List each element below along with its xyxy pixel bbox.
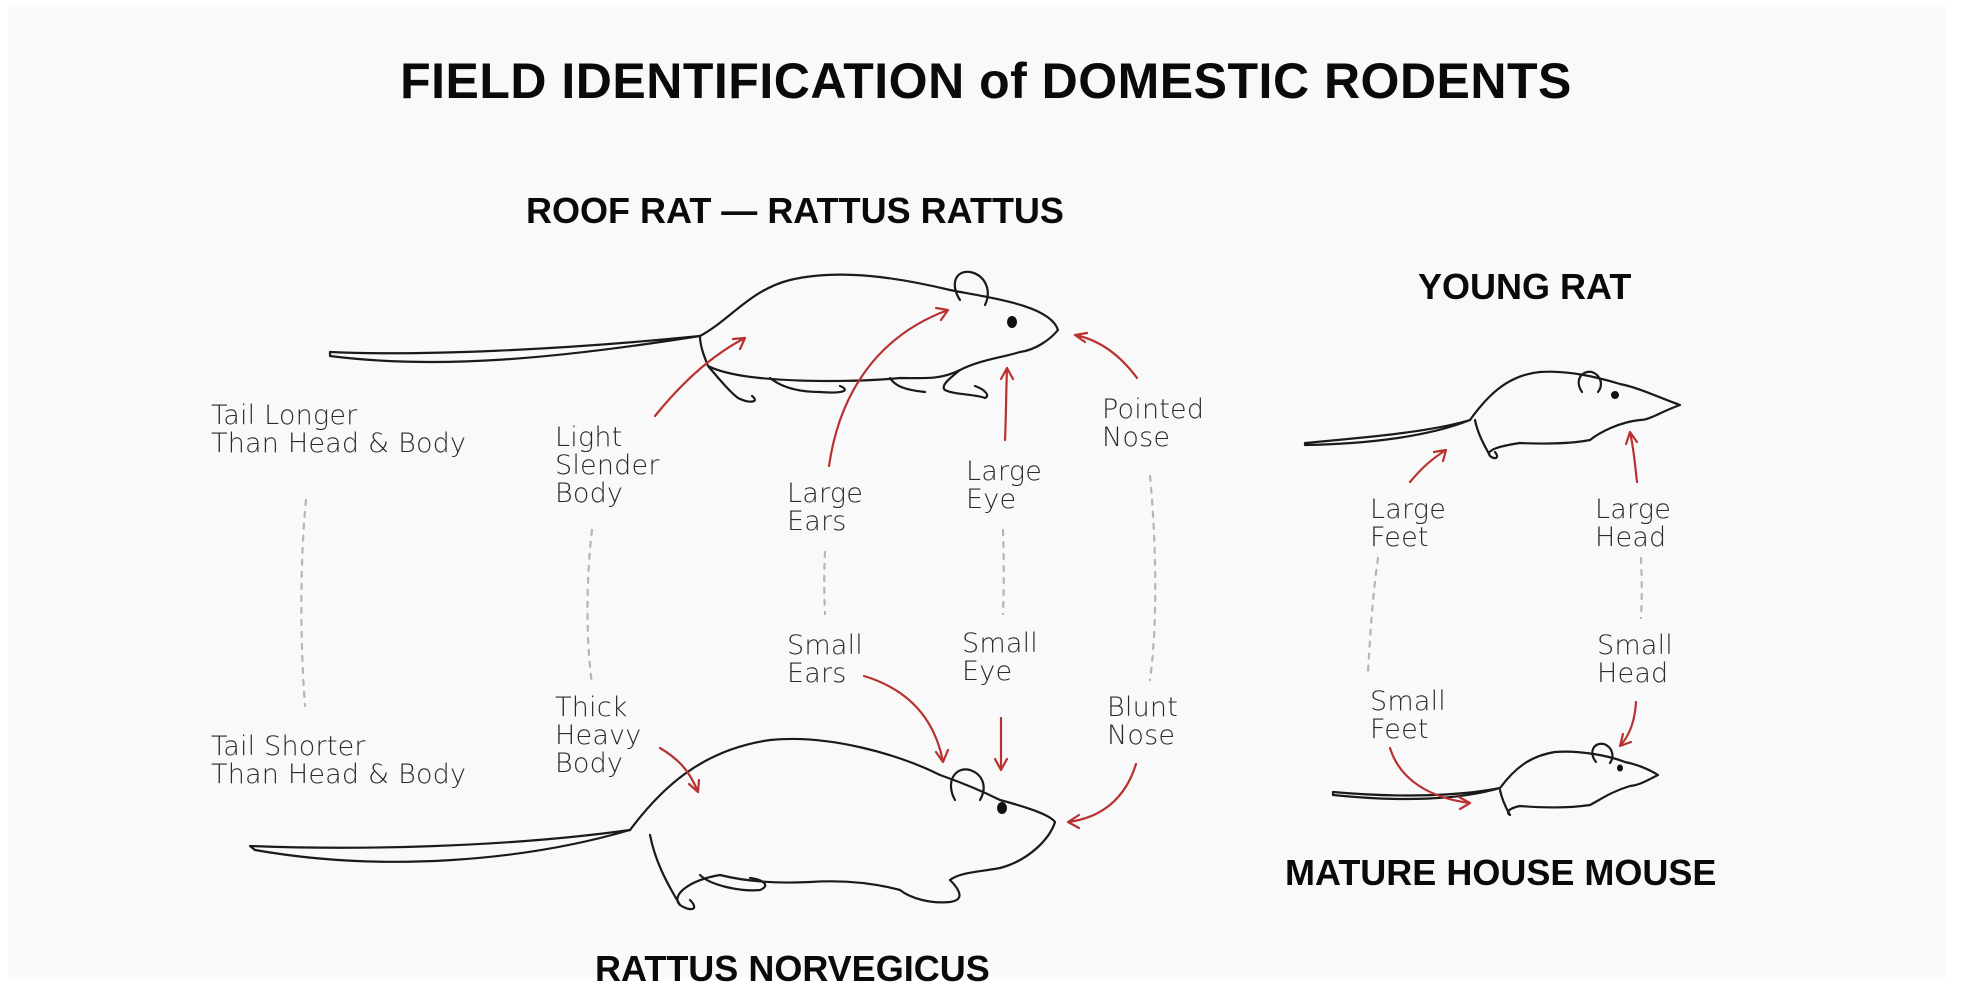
house-mouse-eye [1617,764,1623,772]
arrow-large-eye [999,366,1015,442]
arrow-large-head [1624,430,1639,484]
house-mouse-heading: MATURE HOUSE MOUSE [1285,852,1717,893]
young-rat-heading: YOUNG RAT [1418,266,1632,307]
roof-rat-tail [328,334,702,364]
roof-rat-hind-legs [768,376,927,394]
diagram-panel [8,7,1946,977]
norway-rat-tail [248,828,632,863]
young-rat-ear [1577,370,1602,394]
arrow-large-ears [827,306,950,468]
connector-ears [823,550,827,616]
label-tail-shorter: Tail Shorter Than Head & Body [211,731,467,790]
roof-rat-front-leg [942,368,989,400]
norway-rat-body [628,737,1057,911]
label-large-ears: Large Ears [787,478,864,537]
young-rat-eye [1611,391,1619,399]
connector-feet [1366,556,1380,674]
arrow-small-feet [1388,746,1472,811]
label-thick-body: Thick Heavy Body [555,692,642,779]
roof-rat-heading: ROOF RAT — RATTUS RATTUS [526,190,1064,231]
norway-rat-ear [949,768,985,802]
label-small-head: Small Head [1597,630,1673,689]
roof-rat-illustration [328,270,1060,403]
roof-rat-eye [1007,316,1017,328]
arrow-small-eye [993,716,1009,772]
label-light-body: Light Slender Body [555,422,660,509]
arrow-small-ears [862,674,950,764]
arrow-light-body [653,336,747,418]
label-small-feet: Small Feet [1370,686,1446,745]
norway-rat-heading: RATTUS NORVEGICUS [595,948,990,989]
house-mouse-ear [1591,742,1614,765]
young-rat-body [1468,370,1682,460]
label-small-ears: Small Ears [787,630,863,689]
label-large-feet: Large Feet [1370,494,1447,553]
norway-rat-eye [997,802,1007,814]
house-mouse-illustration [1331,742,1660,817]
arrow-blunt-nose [1066,762,1138,830]
label-large-head: Large Head [1595,494,1672,553]
roof-rat-ear [953,270,989,307]
norway-rat-hind-foot [698,873,767,892]
connector-nose [1148,474,1157,682]
arrow-small-head [1618,700,1638,748]
young-rat-illustration [1303,370,1682,460]
norway-rat-illustration [248,737,1057,911]
connector-body [586,528,594,686]
connector-head [1639,556,1643,620]
arrow-pointed-nose [1073,331,1139,380]
label-tail-longer: Tail Longer Than Head & Body [211,400,467,459]
house-mouse-tail [1331,786,1502,801]
label-blunt-nose: Blunt Nose [1107,692,1178,751]
arrow-large-feet [1408,448,1448,484]
label-small-eye: Small Eye [962,628,1038,687]
arrow-thick-body [658,746,701,794]
young-rat-tail [1303,418,1472,447]
connector-eye [1001,528,1005,616]
pointer-arrows [653,306,1639,830]
roof-rat-body [698,273,1060,403]
page-title: FIELD IDENTIFICATION of DOMESTIC RODENTS [400,53,1572,109]
connector-tail [300,498,308,708]
house-mouse-body [1498,750,1660,817]
label-large-eye: Large Eye [966,456,1043,515]
label-pointed-nose: Pointed Nose [1102,394,1205,453]
